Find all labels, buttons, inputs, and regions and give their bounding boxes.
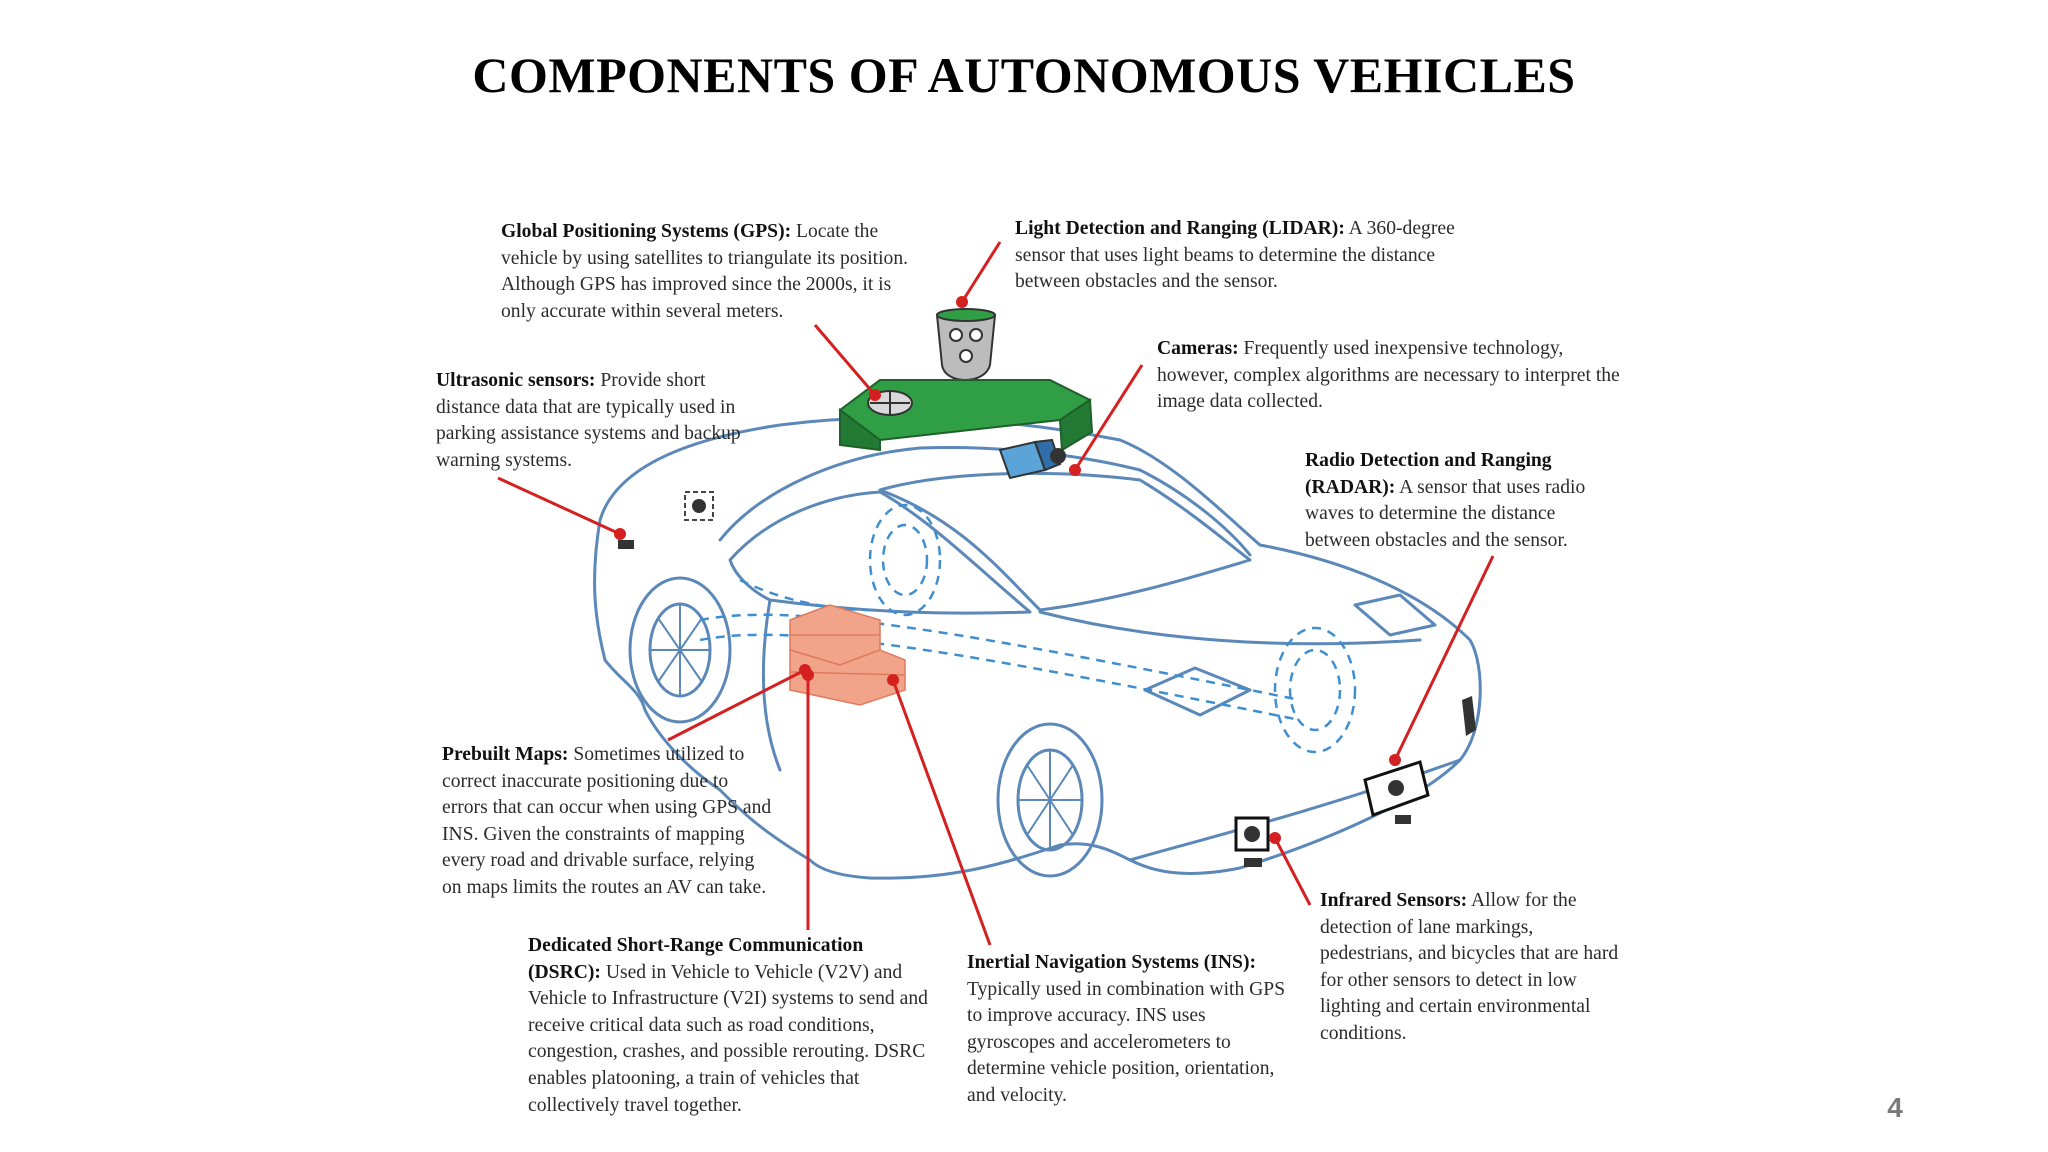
lidar-sensor [935, 308, 997, 381]
leader-radar [1393, 555, 1495, 761]
leader-ultrasonic [497, 476, 621, 536]
ultrasonic-sensor-device [618, 491, 714, 549]
car-windshield [878, 471, 1252, 612]
roof-sensor-mount [838, 379, 1094, 452]
dashed-frame [739, 578, 871, 612]
callout-gps-term: Global Positioning Systems (GPS): [501, 221, 792, 242]
dashed-axle [699, 613, 1301, 702]
callout-lidar: Light Detection and Ranging (LIDAR): A 3… [1015, 216, 1500, 296]
callout-cameras-text: Frequently used inexpensive technology, … [1157, 338, 1620, 413]
callout-lidar-text: A 360-degree sensor that uses light beam… [1015, 218, 1455, 293]
callout-cameras: Cameras: Frequently used inexpensive tec… [1157, 336, 1627, 416]
radar-device [1363, 760, 1430, 824]
camera-device [998, 438, 1066, 480]
leader-ins [891, 679, 992, 946]
callout-infrared: Infrared Sensors: Allow for the detectio… [1320, 888, 1620, 1048]
callout-prebuilt-maps-text: Sometimes utilized to correct inaccurate… [442, 744, 772, 898]
callout-radar: Radio Detection and Ranging (RADAR): A s… [1305, 448, 1625, 554]
maps-battery-module [789, 604, 906, 706]
callout-ins-term: Inertial Navigation Systems (INS): [967, 952, 1256, 973]
callout-prebuilt-maps: Prebuilt Maps: Sometimes utilized to cor… [442, 742, 777, 902]
callout-lidar-term: Light Detection and Ranging (LIDAR): [1015, 218, 1345, 239]
dashed-front-drivetrain [1273, 626, 1357, 754]
car-door-line [761, 598, 782, 772]
leader-prebuilt-maps [667, 668, 806, 742]
callout-ultrasonic-text: Provide short distance data that are typ… [436, 370, 741, 471]
leader-gps [813, 324, 877, 396]
callout-cameras-term: Cameras: [1157, 338, 1239, 359]
page-number: 4 [1887, 1092, 1903, 1123]
callout-infrared-term: Infrared Sensors: [1320, 890, 1468, 911]
callout-gps-text: Locate the vehicle by using satellites t… [501, 221, 909, 322]
callout-dsrc: Dedicated Short-Range Communication (DSR… [528, 933, 928, 1119]
callout-prebuilt-maps-term: Prebuilt Maps: [442, 744, 569, 765]
callout-ultrasonic: Ultrasonic sensors: Provide short distan… [436, 368, 771, 474]
callout-radar-text: A sensor that uses radio waves to determ… [1305, 476, 1586, 551]
leader-infrared [1273, 837, 1312, 906]
callout-ultrasonic-term: Ultrasonic sensors: [436, 370, 596, 391]
callout-radar-term: Radio Detection and Ranging (RADAR): [1305, 450, 1552, 498]
leader-cameras [1073, 364, 1144, 471]
dashed-rear-drivetrain [868, 503, 942, 617]
infrared-device [1234, 696, 1476, 867]
car-hood [1038, 610, 1422, 646]
callout-dsrc-text: Used in Vehicle to Vehicle (V2V) and Veh… [528, 961, 928, 1116]
car-headlight [1353, 593, 1437, 637]
callout-ins: Inertial Navigation Systems (INS): Typic… [967, 950, 1297, 1110]
callout-gps: Global Positioning Systems (GPS): Locate… [501, 219, 921, 325]
car-front-wheel [996, 722, 1104, 878]
slide-title: COMPONENTS OF AUTONOMOUS VEHICLES [472, 47, 1576, 103]
car-rear-wheel [628, 576, 732, 724]
callout-dsrc-term: Dedicated Short-Range Communication (DSR… [528, 935, 864, 983]
callout-infrared-text: Allow for the detection of lane markings… [1320, 890, 1619, 1044]
leader-lidar [960, 241, 1002, 303]
callout-ins-text: Typically used in combination with GPS t… [967, 978, 1286, 1106]
